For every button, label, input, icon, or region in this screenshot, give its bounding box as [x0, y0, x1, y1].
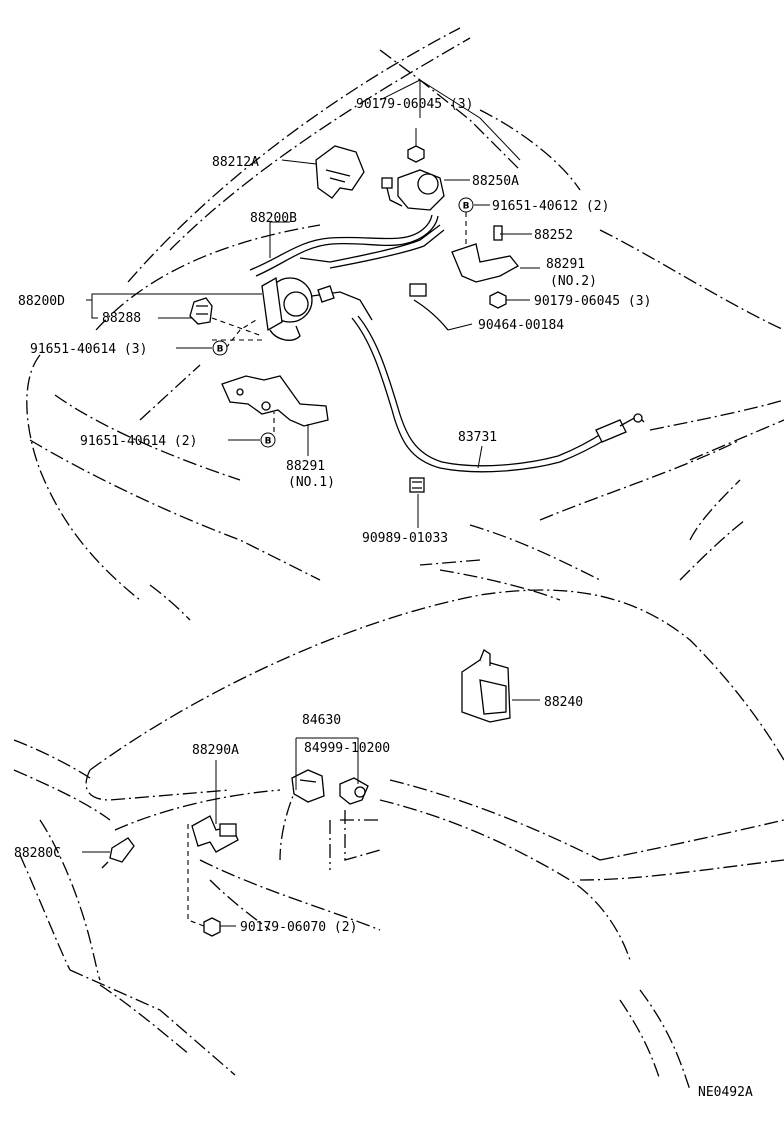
svg-text:B: B — [463, 202, 470, 212]
b-marker-2: B — [212, 340, 228, 356]
label-88250A: 88250A — [472, 174, 519, 189]
switch-84999-10200 — [339, 777, 369, 805]
clip-90989-01033 — [409, 477, 425, 493]
label-88291-no2-sub: (NO.2) — [550, 274, 597, 289]
label-90179-06070: 90179-06070 (2) — [240, 920, 357, 935]
nut-90179-06070 — [203, 917, 221, 937]
cable-83731 — [351, 315, 645, 473]
label-88288: 88288 — [102, 311, 141, 326]
svg-text:B: B — [217, 345, 224, 355]
label-88252: 88252 — [534, 228, 573, 243]
label-88291-no2: 88291 — [546, 257, 585, 272]
bracket-88291-no2 — [451, 225, 519, 283]
bracket-88291-no1 — [221, 375, 329, 427]
label-84999-10200: 84999-10200 — [304, 741, 390, 756]
actuator-88250A — [381, 169, 445, 211]
label-91651-40614-a: 91651-40614 (3) — [30, 342, 147, 357]
label-91651-40612: 91651-40612 (2) — [492, 199, 609, 214]
label-88200D: 88200D — [18, 294, 65, 309]
label-88291-no1-sub: (NO.1) — [288, 475, 335, 490]
actuator-88200D — [261, 276, 373, 341]
switch-84630 — [291, 769, 325, 803]
label-90179-06045-mid: 90179-06045 (3) — [534, 294, 651, 309]
part-labels: 90179-06045 (3) 88212A 88250A 91651-4061… — [14, 97, 753, 1100]
computer-88240 — [461, 649, 511, 723]
leader-lines — [82, 79, 540, 927]
cover-88212A — [315, 145, 365, 199]
clamp-90464-00184 — [409, 283, 449, 331]
upper-body-outline — [26, 27, 784, 621]
label-90464-00184: 90464-00184 — [478, 318, 564, 333]
label-88280C: 88280C — [14, 846, 61, 861]
b-marker-1: B — [458, 197, 474, 213]
bracket-88290A — [191, 815, 239, 853]
diagram-code: NE0492A — [698, 1085, 753, 1100]
svg-text:B: B — [265, 437, 272, 447]
label-88290A: 88290A — [192, 743, 239, 758]
b-marker-3: B — [260, 432, 276, 448]
label-90989-01033: 90989-01033 — [362, 531, 448, 546]
hose-88200B — [249, 214, 445, 277]
lower-body-outline — [13, 569, 784, 1091]
label-88240: 88240 — [544, 695, 583, 710]
sensor-88288 — [189, 297, 213, 325]
label-88200B: 88200B — [250, 211, 297, 226]
nut-90179-06045-top — [407, 145, 425, 163]
label-91651-40614-b: 91651-40614 (2) — [80, 434, 197, 449]
label-83731: 83731 — [458, 430, 497, 445]
sensor-88280C — [101, 837, 135, 869]
nut-90179-06045-mid — [489, 291, 507, 309]
label-84630: 84630 — [302, 713, 341, 728]
label-90179-06045-top: 90179-06045 (3) — [356, 97, 473, 112]
label-88212A: 88212A — [212, 155, 259, 170]
label-88291-no1: 88291 — [286, 459, 325, 474]
